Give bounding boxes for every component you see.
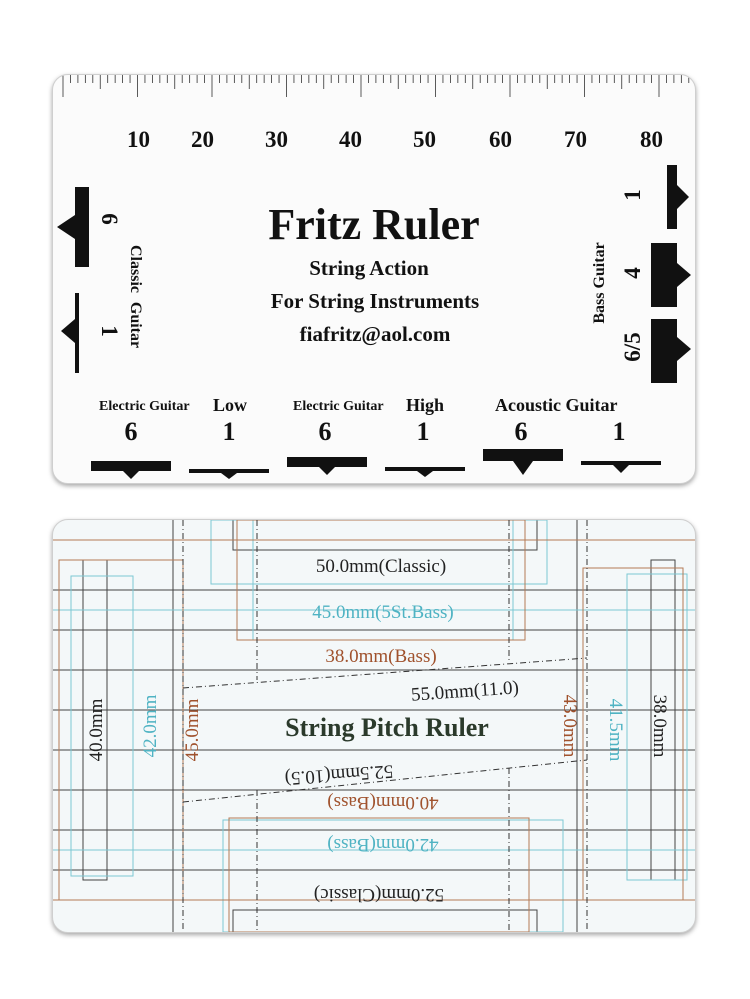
bass-gauge-1-bar xyxy=(667,165,677,229)
electric-high-big-label: High xyxy=(406,395,445,415)
string-pitch-ruler-card: String Pitch Ruler 50.0mm(Classic) 45.0m… xyxy=(52,519,696,933)
bass-gauge-65-bar xyxy=(651,319,677,383)
electric-low-big-label: Low xyxy=(213,395,248,415)
top-5st-bass-45: 45.0mm(5St.Bass) xyxy=(312,602,454,623)
electric-low-6-bar xyxy=(91,461,171,471)
acoustic-guitar-label: Acoustic Guitar xyxy=(495,395,618,415)
bottom-bass-40: 40.0mm(Bass) xyxy=(327,792,439,813)
scale-number-80: 80 xyxy=(640,127,663,152)
electric-high-small-label: Electric Guitar xyxy=(293,399,384,414)
electric-high-1-bar xyxy=(385,467,465,471)
acoustic-6-bar xyxy=(483,449,563,461)
top-classic-50: 50.0mm(Classic) xyxy=(315,556,447,577)
bass-gauge-4-bar xyxy=(651,243,677,307)
pitch-title: String Pitch Ruler xyxy=(285,713,489,742)
subtitle-for-string-instruments: For String Instruments xyxy=(270,289,480,313)
title: Fritz Ruler xyxy=(268,200,480,249)
electric-low-1-notch xyxy=(221,473,237,479)
electric-low-small-label: Electric Guitar xyxy=(99,399,190,414)
bass-gauge-65-notch xyxy=(677,337,691,361)
classic-gauge-6-notch xyxy=(57,215,75,239)
electric-high-6-notch xyxy=(319,467,335,475)
bass-gauge-4-notch xyxy=(677,263,691,287)
scale-number-20: 20 xyxy=(191,127,214,152)
bottom-bass-42: 42.0mm(Bass) xyxy=(327,834,439,855)
electric-high-6: 6 xyxy=(318,417,332,446)
scale-number-10: 10 xyxy=(127,127,150,152)
left-45: 45.0mm xyxy=(182,698,203,762)
acoustic-1: 1 xyxy=(612,417,626,446)
bottom-classic-52: 52.0mm(Classic) xyxy=(313,884,445,905)
electric-low-1-bar xyxy=(189,469,269,473)
acoustic-6: 6 xyxy=(514,417,528,446)
pitch-guide-lines xyxy=(53,520,695,932)
email: fiafritz@aol.com xyxy=(299,322,451,346)
classic-gauge-1-bar xyxy=(75,293,79,373)
bass-gauge-1-notch xyxy=(677,185,689,209)
scale-number-70: 70 xyxy=(564,127,587,152)
acoustic-1-notch xyxy=(613,465,629,473)
left-40: 40.0mm xyxy=(86,698,107,762)
scale-number-50: 50 xyxy=(413,127,436,152)
left-42: 42.0mm xyxy=(140,694,161,758)
classic-gauge-6-bar xyxy=(75,187,89,267)
acoustic-6-notch xyxy=(513,461,533,475)
scale-number-60: 60 xyxy=(489,127,512,152)
ruler-tick-marks xyxy=(62,75,690,97)
right-41-5: 41.5mm xyxy=(605,698,626,762)
electric-low-6-notch xyxy=(123,471,139,479)
fritz-ruler-card: 10 20 30 40 50 60 70 80 Fritz Ruler Stri… xyxy=(52,74,696,484)
top-bass-38: 38.0mm(Bass) xyxy=(325,646,437,667)
electric-low-1: 1 xyxy=(222,417,236,446)
classic-gauge-1-notch xyxy=(61,319,75,343)
electric-low-6: 6 xyxy=(124,417,138,446)
electric-high-1-notch xyxy=(417,471,433,477)
acoustic-1-bar xyxy=(581,461,661,465)
electric-high-1: 1 xyxy=(416,417,430,446)
scale-number-30: 30 xyxy=(265,127,288,152)
gauge-markers xyxy=(57,165,691,479)
electric-high-6-bar xyxy=(287,457,367,467)
subtitle-string-action: String Action xyxy=(309,256,429,280)
right-43: 43.0mm xyxy=(559,694,580,758)
right-38: 38.0mm xyxy=(649,694,670,758)
scale-number-40: 40 xyxy=(339,127,362,152)
